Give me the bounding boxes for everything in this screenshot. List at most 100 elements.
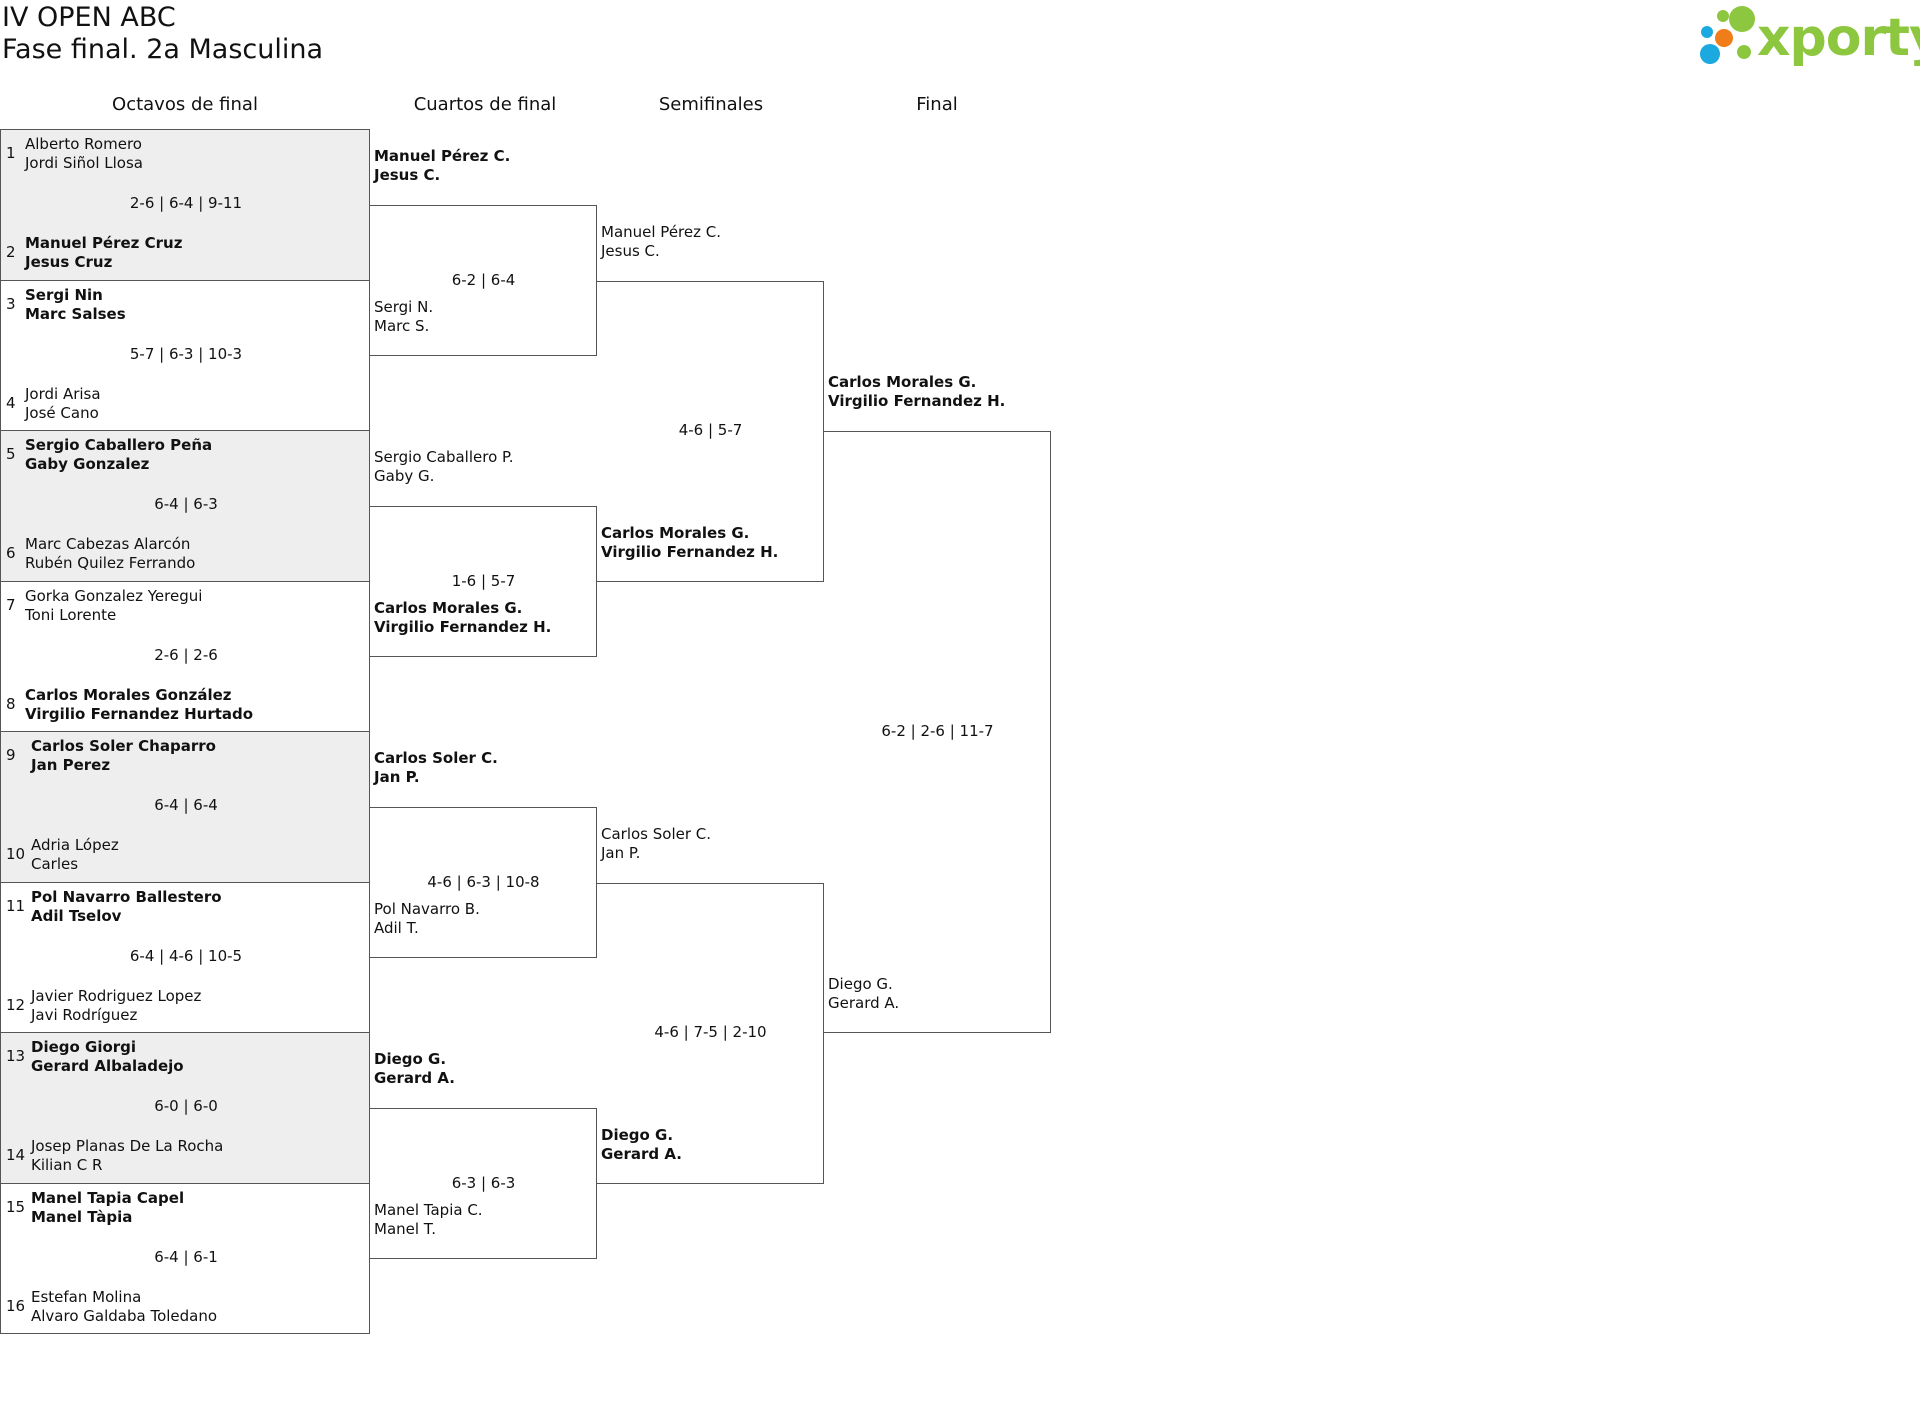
qf-score: 1-6 | 5-7 — [451, 571, 516, 590]
player-name: Carlos Soler C. — [374, 749, 498, 768]
player-name: Gerard Albaladejo — [31, 1057, 184, 1075]
player-name: Virgilio Fernandez H. — [828, 392, 1006, 410]
qf-team-bottom: Carlos Morales G.Virgilio Fernandez H. — [374, 599, 551, 637]
player-name: Virgilio Fernandez Hurtado — [25, 704, 254, 723]
seed-number: 12 — [6, 995, 26, 1014]
round-header-sf: Semifinales — [658, 94, 764, 115]
player-name: Jesus C. — [374, 166, 441, 185]
qf-connector — [370, 1108, 597, 1259]
player-name: Manuel Pérez C. — [601, 222, 721, 241]
player-name: Gerard A. — [828, 994, 900, 1012]
player-name: Gaby Gonzalez — [25, 455, 150, 473]
sf-score: 4-6 | 7-5 | 2-10 — [654, 1023, 767, 1041]
player-name: Diego G. — [374, 1050, 447, 1069]
match-score: 6-4 | 6-1 — [154, 1247, 218, 1266]
seed-number: 4 — [6, 393, 16, 412]
seed-number: 15 — [6, 1197, 26, 1216]
seed-number: 14 — [6, 1146, 26, 1164]
player-name: Sergio Caballero Peña — [25, 436, 213, 454]
match-score: 2-6 | 2-6 — [154, 645, 218, 664]
qf-team-top: Diego G.Gerard A. — [374, 1050, 455, 1088]
player-name: Gerard A. — [374, 1069, 455, 1088]
player-name: Toni Lorente — [25, 605, 117, 624]
logo-dots-icon — [1700, 6, 1755, 64]
qf-team-top: Manuel Pérez C.Jesus C. — [374, 147, 510, 185]
qf-connector — [370, 205, 597, 356]
qf-team-bottom: Sergi N.Marc S. — [374, 298, 433, 336]
qf-score: 4-6 | 6-3 | 10-8 — [427, 872, 540, 891]
seed-number: 7 — [6, 595, 16, 614]
qf-score: 6-3 | 6-3 — [451, 1173, 516, 1192]
sf-connector — [597, 280, 824, 582]
sf-team-top: Carlos Soler C.Jan P. — [601, 825, 711, 863]
player-name: Pol Navarro B. — [374, 899, 480, 918]
seed-number: 13 — [6, 1047, 26, 1065]
seed-number: 11 — [6, 896, 26, 915]
player-name: Alberto Romero — [25, 135, 142, 153]
player-name: Adria López — [31, 836, 119, 854]
player-name: Sergi Nin — [25, 285, 103, 304]
round-header-qf: Cuartos de final — [413, 94, 557, 115]
player-name: Gorka Gonzalez Yeregui — [25, 586, 203, 605]
player-name: Josep Planas De La Rocha — [31, 1137, 224, 1155]
match-score: 6-4 | 6-4 — [154, 796, 218, 814]
seed-number: 6 — [6, 544, 16, 562]
qf-connector — [370, 506, 597, 657]
player-name: Pol Navarro Ballestero — [31, 887, 222, 906]
seed-number: 8 — [6, 694, 16, 713]
player-name: Estefan Molina — [31, 1287, 142, 1306]
seed-number: 5 — [6, 445, 16, 463]
seed-number: 3 — [6, 294, 16, 313]
player-name: Carlos Morales González — [25, 685, 232, 704]
player-name: Jan Perez — [31, 756, 111, 774]
player-name: Adil Tselov — [31, 906, 122, 925]
player-name: Gerard A. — [601, 1144, 682, 1163]
seed-number: 1 — [6, 144, 16, 162]
player-name: Jan P. — [601, 843, 641, 862]
final-connector — [824, 431, 1051, 1033]
player-name: Marc S. — [374, 316, 430, 335]
sf-score: 4-6 | 5-7 — [678, 421, 743, 439]
page-subtitle: Fase final. 2a Masculina — [2, 34, 324, 65]
qf-team-top: Carlos Soler C.Jan P. — [374, 749, 498, 787]
player-name: Manel Tàpia — [31, 1207, 133, 1226]
player-name: Carlos Morales G. — [374, 598, 523, 617]
qf-team-bottom: Pol Navarro B.Adil T. — [374, 900, 480, 938]
round-header-final: Final — [916, 94, 958, 115]
round-header-r16: Octavos de final — [112, 94, 258, 115]
page-title: IV OPEN ABC — [2, 2, 176, 33]
match-score: 6-4 | 6-3 — [154, 495, 218, 513]
player-name: Manel T. — [374, 1219, 436, 1238]
sf-team-top: Manuel Pérez C.Jesus C. — [601, 223, 721, 261]
match-score: 5-7 | 6-3 | 10-3 — [129, 344, 243, 363]
qf-score: 6-2 | 6-4 — [451, 270, 516, 289]
player-name: Carles — [31, 855, 79, 873]
player-name: Rubén Quilez Ferrando — [25, 554, 196, 572]
player-name: Adil T. — [374, 918, 419, 937]
xporty-logo: xporty — [1695, 0, 1920, 75]
player-name: Carlos Morales G. — [601, 523, 750, 542]
player-name: José Cano — [25, 403, 99, 422]
logo-wordmark: xporty — [1757, 8, 1920, 68]
player-name: Jesus C. — [601, 241, 660, 260]
player-name: Jan P. — [374, 768, 420, 787]
sf-connector — [597, 882, 824, 1184]
player-name: Alvaro Galdaba Toledano — [31, 1306, 218, 1325]
player-name: Diego Giorgi — [31, 1038, 137, 1056]
player-name: Manuel Pérez C. — [374, 147, 511, 166]
